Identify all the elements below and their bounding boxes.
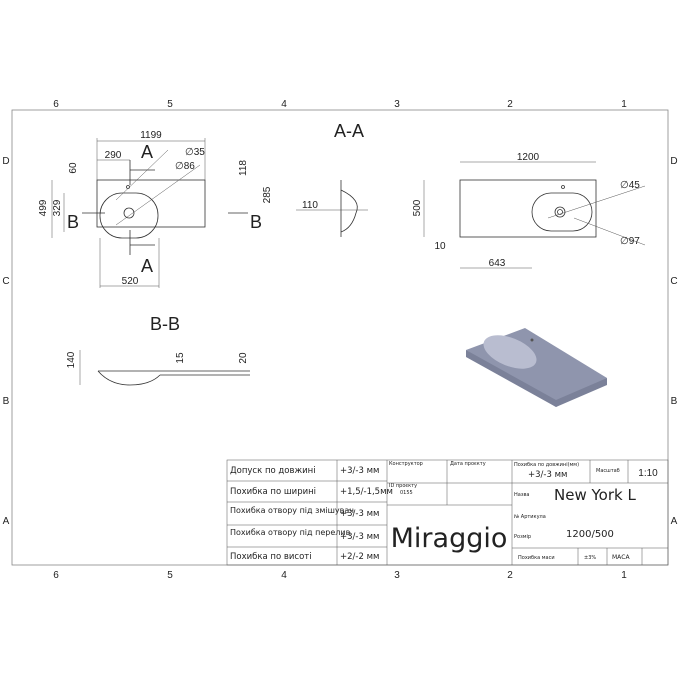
col-label: 3 xyxy=(394,99,400,110)
dim-bowl-height: 329 xyxy=(52,199,63,216)
row-label: D xyxy=(670,156,677,167)
length-tol-value: +3/-3 мм xyxy=(528,470,567,480)
row-label: D xyxy=(2,156,9,167)
date-label: Дата проєкту xyxy=(450,461,486,467)
designer-label: Конструктор xyxy=(389,461,423,467)
mass-tol-label: Похибка маси xyxy=(518,555,555,561)
row-label: A xyxy=(3,516,10,527)
dim-dia-large: ∅86 xyxy=(175,161,195,172)
dim-20: 20 xyxy=(238,352,249,364)
dim-dia-hole: ∅45 xyxy=(620,180,640,191)
product-name: New York L xyxy=(554,486,636,504)
tolerance-label: Похибка отвору під змішувач xyxy=(230,506,354,515)
row-label: C xyxy=(2,276,9,287)
tolerance-label: Похибка по ширині xyxy=(230,487,316,497)
plan-outline xyxy=(459,179,597,238)
dim-plan-height: 500 xyxy=(412,199,423,216)
tolerance-label: Допуск по довжині xyxy=(230,466,316,476)
col-label: 3 xyxy=(394,570,400,581)
project-id: 0155 xyxy=(400,490,413,496)
scale-label: Масштаб xyxy=(596,468,620,474)
col-label: 1 xyxy=(621,570,627,581)
size-label: Розмір xyxy=(514,534,531,540)
top-view-outline xyxy=(96,179,206,228)
dim-depth: 110 xyxy=(302,200,318,211)
col-label: 1 xyxy=(621,99,627,110)
column-markers: 6 5 4 3 2 1 6 5 4 3 2 1 xyxy=(53,99,627,581)
dim-right-height: 285 xyxy=(262,186,273,203)
section-aa-view: A-A 110 xyxy=(296,121,368,237)
drain-circle xyxy=(123,207,135,219)
dim-140: 140 xyxy=(66,351,77,368)
mass-tol-value: ±3% xyxy=(584,555,596,561)
tap-hole xyxy=(126,185,130,189)
tolerance-value: +3/-3 мм xyxy=(340,509,379,519)
col-label: 5 xyxy=(167,570,173,581)
dim-edge: 10 xyxy=(434,241,446,252)
row-label: B xyxy=(3,396,10,407)
tolerance-value: +2/-2 мм xyxy=(340,552,379,562)
name-label: Назва xyxy=(514,492,530,498)
section-b-label: B xyxy=(67,212,79,232)
section-a-label: A xyxy=(141,256,153,276)
row-label: A xyxy=(671,516,678,527)
col-label: 5 xyxy=(167,99,173,110)
dim-length: 1199 xyxy=(140,130,162,141)
dim-plan-length: 1200 xyxy=(517,152,540,163)
plan-bowl xyxy=(531,192,593,232)
dim-offset: 290 xyxy=(105,150,122,161)
col-label: 4 xyxy=(281,99,287,110)
project-id-label: ID проєкту xyxy=(389,483,417,489)
product-render xyxy=(466,328,607,407)
dim-bowl-width: 520 xyxy=(122,276,139,287)
section-aa-title: A-A xyxy=(334,121,364,141)
tolerance-label: Похибка по висоті xyxy=(230,552,312,562)
tolerance-value: +3/-3 мм xyxy=(340,466,379,476)
dim-dia-small: ∅35 xyxy=(185,147,205,158)
dim-top: 60 xyxy=(68,162,79,174)
tolerance-value: +3/-3 мм xyxy=(340,532,379,542)
plan-view: 1200 500 10 643 ∅45 ∅97 xyxy=(412,152,646,269)
title-block: Допуск по довжині +3/-3 мм Похибка по ши… xyxy=(226,459,669,566)
article-label: № Артикула xyxy=(514,514,546,520)
bowl-outline xyxy=(99,192,159,239)
col-label: 2 xyxy=(507,570,513,581)
row-label: C xyxy=(670,276,677,287)
length-tol-label: Похибка по довжині(мм) xyxy=(514,462,579,468)
tolerance-label: Похибка отвору під перелив xyxy=(230,528,351,537)
tolerance-value: +1,5/-1,5мм xyxy=(340,487,393,497)
top-view: 1199 290 A A B B ∅35 ∅86 60 118 285 499 … xyxy=(38,130,273,288)
size-value: 1200/500 xyxy=(566,529,614,540)
scale-value: 1:10 xyxy=(638,468,658,479)
col-label: 6 xyxy=(53,570,59,581)
section-bb-title: B-B xyxy=(150,314,180,334)
col-label: 2 xyxy=(507,99,513,110)
row-markers: D C B A D C B A xyxy=(2,156,677,527)
dim-dia-drain: ∅97 xyxy=(620,236,640,247)
dim-right-top: 118 xyxy=(238,160,249,176)
col-label: 6 xyxy=(53,99,59,110)
section-bb-view: B-B 140 15 20 xyxy=(66,314,250,386)
dim-15: 15 xyxy=(175,352,186,364)
row-label: B xyxy=(671,396,678,407)
dim-plan-offset: 643 xyxy=(489,258,506,269)
section-b-label: B xyxy=(250,212,262,232)
brand-logo: Miraggio xyxy=(391,523,508,554)
dim-height: 499 xyxy=(38,199,49,216)
section-a-label: A xyxy=(141,142,153,162)
mass-label: МАСА xyxy=(612,554,630,561)
col-label: 4 xyxy=(281,570,287,581)
